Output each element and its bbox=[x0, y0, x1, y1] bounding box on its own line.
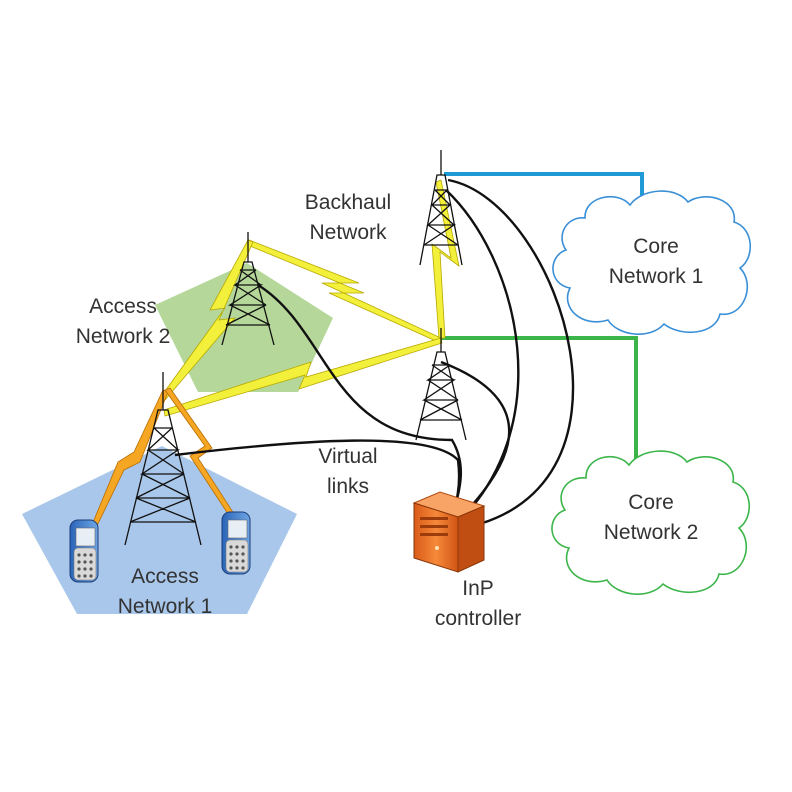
tower-icon bbox=[415, 328, 467, 441]
phone-icon bbox=[69, 519, 99, 583]
core-network-1-label: Core Network 1 bbox=[596, 232, 716, 292]
backhaul-label-line1: Backhaul bbox=[304, 191, 392, 214]
core-network-2-cloud bbox=[551, 450, 751, 595]
core1-link bbox=[444, 172, 644, 198]
inp-controller-label: InP controller bbox=[418, 574, 538, 634]
access-network-2-label: Access Network 2 bbox=[58, 292, 188, 352]
phone-icon bbox=[221, 511, 251, 575]
tower-icon bbox=[221, 232, 275, 346]
virtual-links-label: Virtual links bbox=[298, 442, 398, 502]
tower-icon bbox=[124, 372, 202, 546]
access-network-1-label: Access Network 1 bbox=[100, 562, 230, 622]
access1-label-line2: Network 1 bbox=[117, 595, 213, 618]
server-icon bbox=[412, 491, 486, 573]
core2-label-line1: Core bbox=[628, 491, 674, 514]
core1-label-line1: Core bbox=[633, 235, 679, 258]
core2-label-line2: Network 2 bbox=[603, 521, 699, 544]
backhaul-label-line2: Network bbox=[309, 221, 387, 244]
access1-label-line1: Access bbox=[131, 565, 199, 588]
core2-link bbox=[441, 336, 638, 460]
core-network-2-label: Core Network 2 bbox=[591, 488, 711, 548]
tower-icon bbox=[419, 150, 463, 266]
inp-label-line2: controller bbox=[434, 607, 522, 630]
inp-label-line1: InP bbox=[462, 577, 494, 600]
backhaul-wireless-link-b bbox=[163, 337, 443, 417]
backhaul-wireless-link-c bbox=[431, 179, 460, 339]
access2-label-line2: Network 2 bbox=[75, 325, 171, 348]
virtual-label-line1: Virtual bbox=[318, 445, 378, 468]
core1-label-line2: Network 1 bbox=[608, 265, 704, 288]
access2-label-line1: Access bbox=[89, 295, 157, 318]
virtual-label-line2: links bbox=[326, 475, 369, 498]
backhaul-network-label: Backhaul Network bbox=[288, 188, 408, 248]
core-network-1-cloud bbox=[552, 190, 752, 335]
